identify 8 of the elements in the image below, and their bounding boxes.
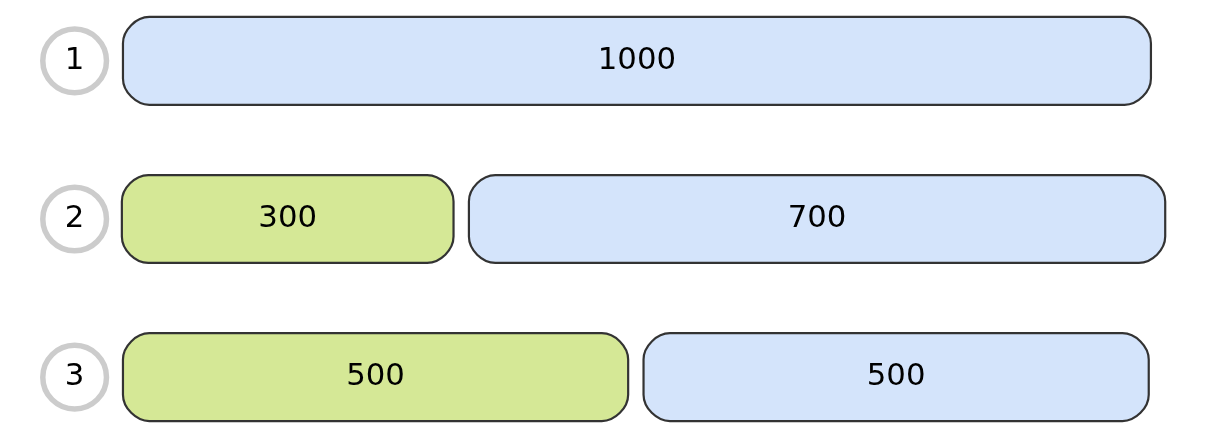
node-circle: 3 [40, 342, 110, 412]
node-box: 1000 [121, 15, 1153, 106]
node-circle: 2 [40, 184, 110, 254]
node-box: 300 [120, 173, 455, 265]
node-box: 700 [467, 173, 1167, 265]
node-box: 500 [642, 332, 1150, 423]
node-circle: 1 [40, 26, 110, 96]
node-box: 500 [121, 332, 630, 423]
